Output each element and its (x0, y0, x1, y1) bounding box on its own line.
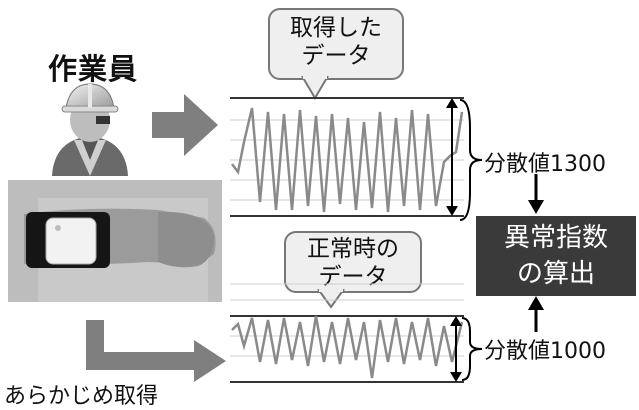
acquired-chart-grid (230, 97, 464, 217)
acquired-data-bubble: 取得した データ (268, 8, 404, 80)
worker-title: 作業員 (48, 52, 139, 86)
acquired-data-label-1: 取得した (290, 15, 382, 41)
acquired-signal-chart (230, 97, 464, 217)
normal-signal-line (231, 315, 464, 379)
acquired-variance-label: 分散値1300 (484, 152, 606, 177)
anomaly-index-box: 異常指数 の算出 (476, 216, 636, 296)
acquire-arrow (152, 94, 218, 156)
normal-variance-bracket (461, 317, 483, 381)
normal-amplitude-bracket (450, 316, 462, 382)
up-arrow (528, 296, 544, 332)
down-arrow (528, 174, 544, 214)
normal-data-label-1: 正常時の (307, 236, 399, 262)
acquired-data-label-2: データ (301, 43, 371, 69)
acquired-signal-line (231, 107, 464, 213)
anomaly-index-line-1: 異常指数 (503, 223, 608, 253)
prior-acquire-arrow (86, 320, 226, 382)
normal-data-bubble: 正常時の データ (284, 231, 422, 293)
normal-signal-chart (230, 283, 464, 383)
prior-acquire-label: あらかじめ取得 (4, 384, 159, 409)
normal-variance-label: 分散値1000 (484, 339, 606, 364)
acquired-variance-bracket (459, 99, 483, 221)
normal-bubble-tail (317, 289, 345, 309)
wearable-device-photo (8, 180, 222, 302)
anomaly-index-line-2: の算出 (516, 259, 595, 289)
acquired-amplitude-bracket (446, 98, 458, 216)
normal-data-label-2: データ (318, 264, 388, 290)
worker-icon (52, 83, 128, 176)
